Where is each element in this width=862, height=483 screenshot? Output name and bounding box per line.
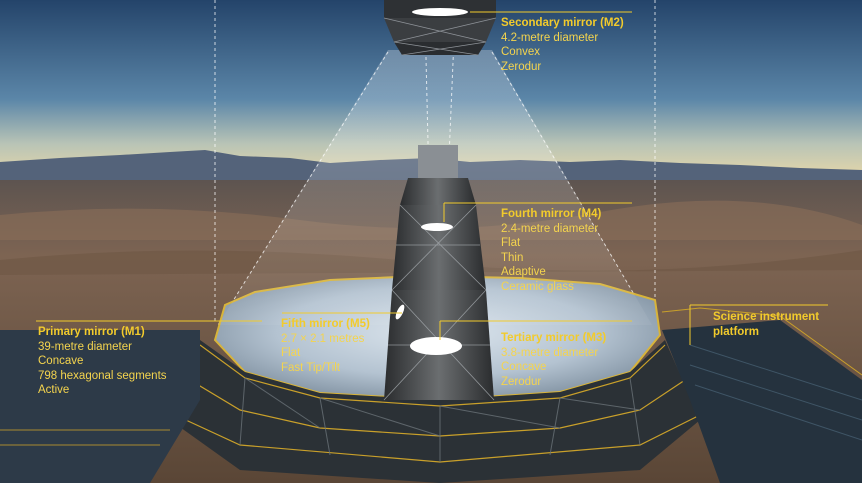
secondary-mirror-m2 bbox=[412, 8, 468, 16]
label-detail: Concave bbox=[501, 361, 547, 373]
left-platform-railing bbox=[0, 429, 170, 446]
label-detail: Zerodur bbox=[501, 375, 542, 388]
label-detail: Thin bbox=[501, 251, 524, 264]
label-title: Fifth mirror (M5) bbox=[281, 318, 370, 330]
label-detail: Ceramic glass bbox=[501, 280, 574, 293]
label-title: Secondary mirror (M2) bbox=[501, 17, 624, 29]
telescope-base-structure bbox=[170, 340, 701, 483]
label-detail: 3.8-metre diameter bbox=[501, 346, 599, 359]
label-detail: 2.7 × 2.1 metres bbox=[281, 332, 365, 345]
platform-railing bbox=[661, 307, 862, 376]
label-detail: Flat bbox=[281, 347, 301, 359]
label-detail: Flat bbox=[501, 237, 521, 249]
label-detail: Convex bbox=[501, 46, 540, 58]
primary-mirror-label: Primary mirror (M1) 39-metre diameter Co… bbox=[38, 325, 167, 398]
label-detail: Concave bbox=[38, 355, 84, 367]
callout-leader-lines bbox=[36, 11, 828, 345]
label-detail: 39-metre diameter bbox=[38, 340, 132, 353]
label-title: Fourth mirror (M4) bbox=[501, 208, 602, 220]
fifth-mirror-m5 bbox=[395, 304, 405, 320]
tertiary-mirror-m3 bbox=[410, 337, 462, 355]
science-platform-label: Science instrument platform bbox=[713, 310, 819, 339]
fourth-mirror-m4 bbox=[421, 223, 453, 231]
label-detail: Adaptive bbox=[501, 266, 546, 278]
label-detail: 798 hexagonal segments bbox=[38, 369, 167, 382]
fifth-mirror-label: Fifth mirror (M5) 2.7 × 2.1 metres Flat … bbox=[281, 317, 370, 375]
label-detail: Active bbox=[38, 384, 70, 396]
label-title: Primary mirror (M1) bbox=[38, 326, 145, 338]
label-title: Tertiary mirror (M3) bbox=[501, 332, 607, 344]
terrain-ridge bbox=[0, 250, 862, 275]
label-title: Science instrument bbox=[713, 311, 820, 323]
science-instrument-platform bbox=[662, 320, 862, 483]
platform-grid bbox=[689, 344, 862, 441]
label-title: platform bbox=[713, 325, 759, 338]
label-detail: Fast Tip/Tilt bbox=[281, 361, 340, 374]
label-detail: 2.4-metre diameter bbox=[501, 222, 599, 235]
label-detail: 4.2-metre diameter bbox=[501, 31, 599, 44]
fourth-mirror-label: Fourth mirror (M4) 2.4-metre diameter Fl… bbox=[501, 207, 601, 294]
tertiary-mirror-label: Tertiary mirror (M3) 3.8-metre diameter … bbox=[501, 331, 606, 389]
secondary-mirror-label: Secondary mirror (M2) 4.2-metre diameter… bbox=[501, 16, 624, 74]
label-detail: Zerodur bbox=[501, 60, 542, 73]
